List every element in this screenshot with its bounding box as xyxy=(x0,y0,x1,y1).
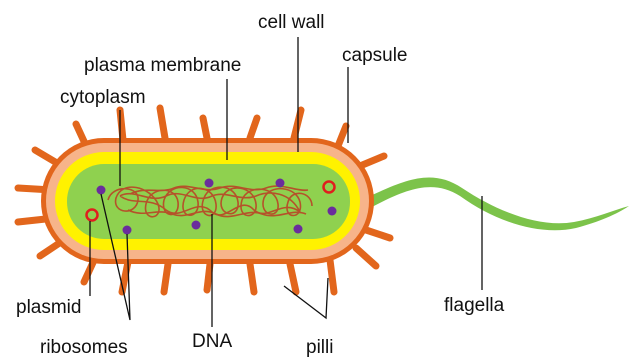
ribosomes-label: ribosomes xyxy=(40,337,128,358)
pilus xyxy=(250,264,254,292)
plasmid-label: plasmid xyxy=(16,297,81,318)
pilus xyxy=(338,126,346,146)
pilus xyxy=(207,264,210,290)
cytoplasm-layer xyxy=(67,164,350,239)
cytoplasm-label: cytoplasm xyxy=(60,87,146,108)
pilus xyxy=(356,248,376,266)
flagellum xyxy=(370,178,629,231)
pilus xyxy=(366,230,390,238)
pilus xyxy=(164,264,168,292)
ribosome xyxy=(192,221,201,230)
capsule-label: capsule xyxy=(342,45,408,66)
ribosome xyxy=(123,226,132,235)
dna-label: DNA xyxy=(192,331,232,352)
pilus xyxy=(330,260,334,292)
pilus xyxy=(160,108,165,138)
ribosome xyxy=(205,179,214,188)
plasma-membrane-label: plasma membrane xyxy=(84,55,241,76)
pilus xyxy=(360,156,384,166)
flagella-label: flagella xyxy=(444,295,505,316)
ribosome xyxy=(328,207,337,216)
pilus xyxy=(250,118,257,138)
ribosome xyxy=(294,225,303,234)
pilus xyxy=(290,264,296,292)
pilli-leader xyxy=(284,278,328,318)
pilli-label: pilli xyxy=(306,337,333,358)
pilus xyxy=(203,118,207,138)
ribosome xyxy=(97,186,106,195)
ribosome xyxy=(276,179,285,188)
cell-wall-label: cell wall xyxy=(258,12,325,33)
